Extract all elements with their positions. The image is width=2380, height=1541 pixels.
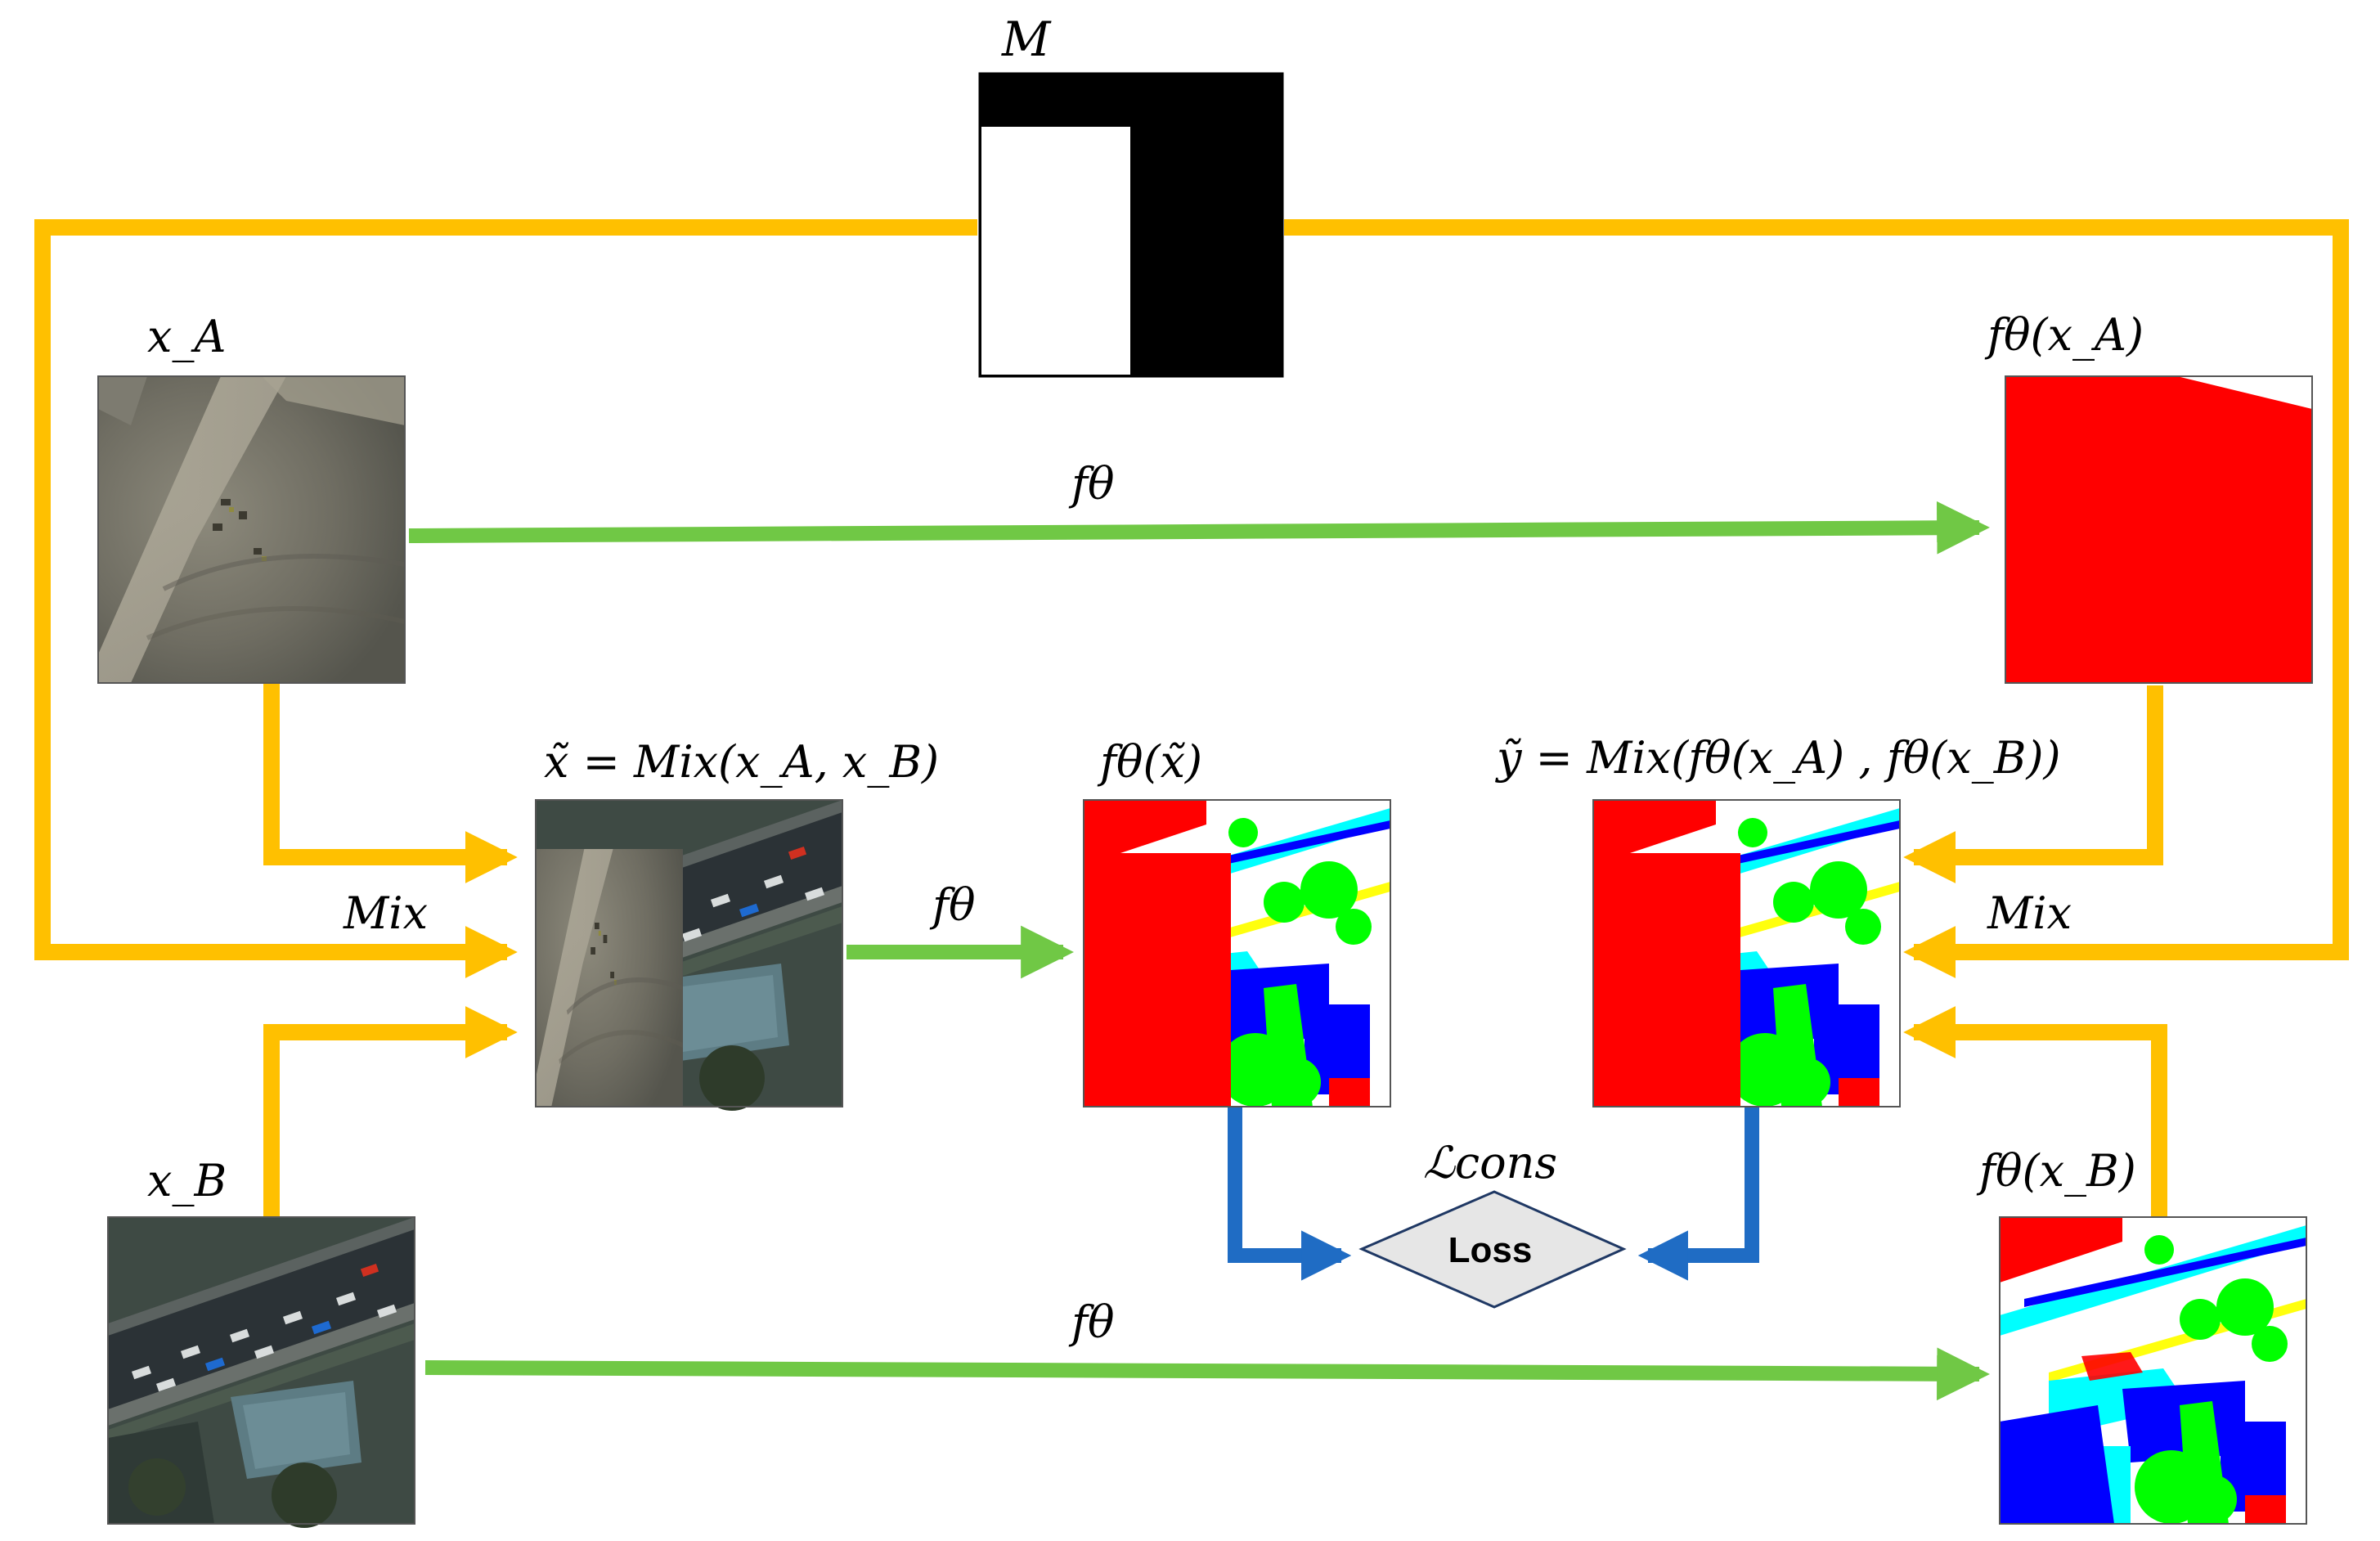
image-f-x-b xyxy=(1999,1216,2307,1525)
image-f-x-mixed xyxy=(1083,799,1391,1107)
mix-fxa-arrow xyxy=(1903,685,2163,884)
label-f-theta-mid: fθ xyxy=(929,879,976,931)
mix-xa-arrow xyxy=(263,683,518,884)
label-mix-right: Mix xyxy=(1987,887,2072,939)
label-f-theta-top: fθ xyxy=(1068,458,1115,510)
mix-mask-right-arrow xyxy=(1284,219,2349,979)
label-x-tilde: x̃ = Mix(x_A, x_B) xyxy=(544,736,939,788)
label-y-tilde: ỹ = Mix(fθ(x_A) , fθ(x_B)) xyxy=(1495,732,2061,784)
mix-fxb-arrow xyxy=(1903,1005,2167,1219)
label-f-x-b: fθ(x_B) xyxy=(1976,1145,2136,1197)
model-arrow-bottom xyxy=(424,1347,1990,1401)
image-y-mixed xyxy=(1592,799,1901,1107)
label-f-x-a: fθ(x_A) xyxy=(1984,309,2144,361)
label-f-theta-bottom: fθ xyxy=(1068,1296,1115,1348)
label-loss-cons: ℒcons xyxy=(1423,1137,1557,1188)
image-x-b xyxy=(107,1216,415,1529)
loss-arrow-left xyxy=(1228,1106,1352,1281)
loss-box-label: Loss xyxy=(1448,1230,1533,1270)
image-x-a xyxy=(98,376,405,683)
image-x-mixed xyxy=(535,799,843,1112)
mix-mask-left-arrow xyxy=(34,219,977,979)
image-f-x-a xyxy=(2005,375,2313,684)
label-mask: M xyxy=(1001,11,1052,67)
loss-box: Loss xyxy=(1358,1190,1627,1309)
label-mix-left: Mix xyxy=(343,887,428,939)
loss-arrow-right xyxy=(1637,1106,1759,1281)
label-x-b: x_B xyxy=(147,1155,227,1206)
label-f-x-tilde: fθ(x̃) xyxy=(1097,736,1202,788)
model-arrow-top xyxy=(408,501,1990,555)
mix-xb-arrow xyxy=(263,1005,518,1219)
label-x-a: x_A xyxy=(147,311,226,362)
mask-image xyxy=(978,72,1284,378)
